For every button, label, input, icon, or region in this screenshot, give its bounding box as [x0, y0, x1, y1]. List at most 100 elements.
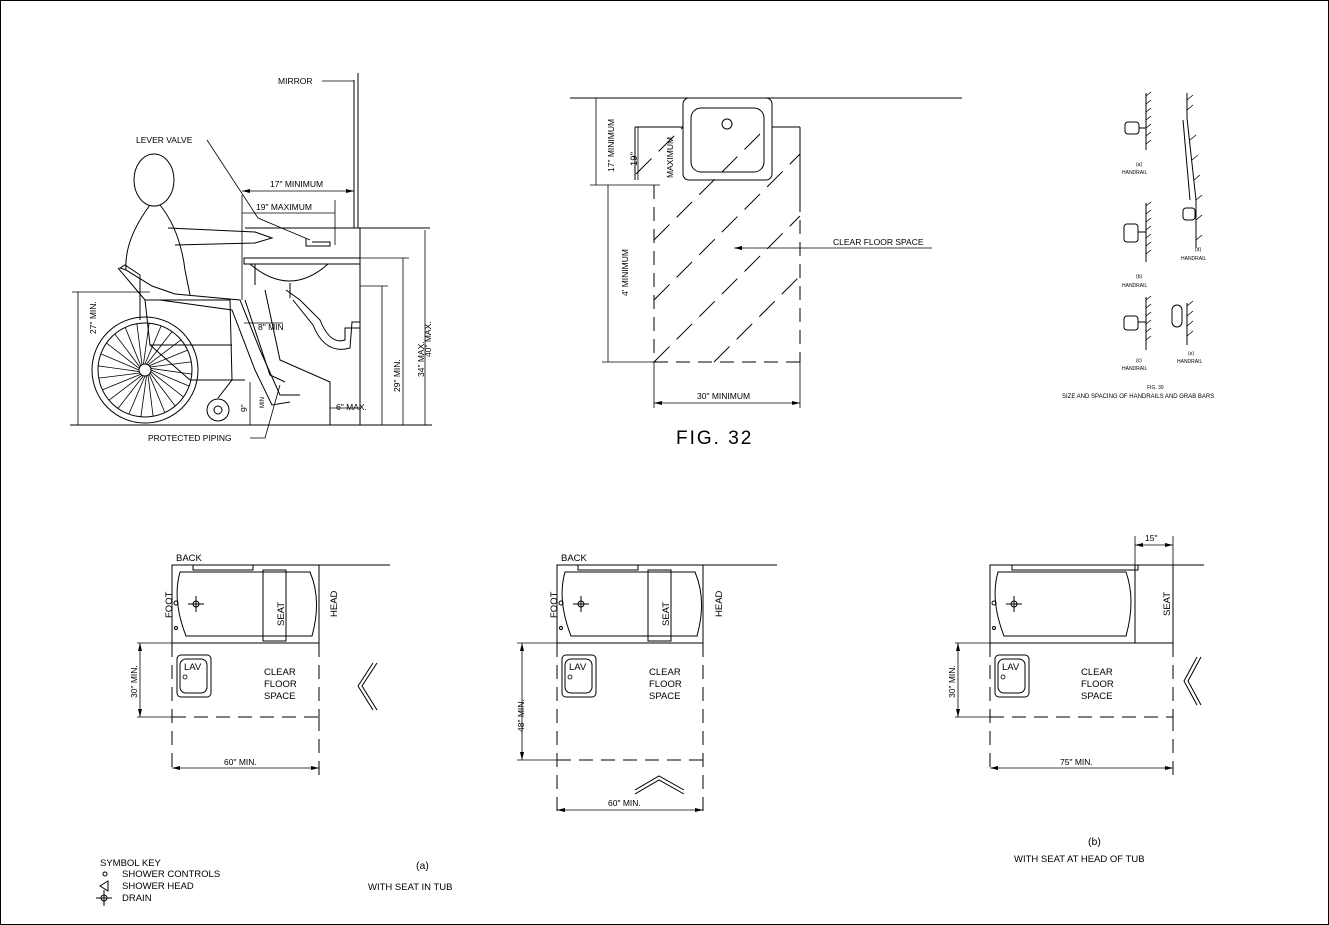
- tub2-drain-icon: [573, 596, 589, 612]
- plan-dim-30-minimum: 30" MINIMUM: [697, 391, 750, 401]
- shower-head-icon: [99, 880, 109, 892]
- wheel-spoke: [150, 369, 190, 387]
- tub1-space-label: SPACE: [264, 691, 296, 702]
- handrail-b-letter: (b): [1136, 274, 1142, 280]
- tub3-dim-15: 15": [1145, 533, 1157, 543]
- handrail-e-letter: (e): [1188, 351, 1194, 357]
- tub3-seat-label: SEAT: [1162, 592, 1173, 616]
- wheel-spoke: [149, 349, 188, 367]
- shower-controls-icon: [102, 871, 108, 877]
- tub2-space-label: SPACE: [649, 691, 681, 702]
- plan-dim-17-minimum: 17" MINIMUM: [606, 119, 616, 172]
- wheel-spoke: [149, 372, 176, 407]
- tub2-clear-label: CLEAR: [649, 667, 681, 678]
- plan-clear-floor-space: CLEAR FLOOR SPACE: [833, 237, 924, 247]
- tub-plan-2: BACK SEAT FOOT HEAD LAV CLEAR FLOOR SPAC…: [516, 553, 777, 815]
- tub-plan-1: BACK SEAT FOOT HEAD LAV CLEAR FLOOR SPAC…: [129, 553, 390, 775]
- handrail-details: (a) HANDRAIL (b) HANDRAIL (c) HANDRAIL (…: [1062, 91, 1214, 400]
- dim-8-min: 8" MIN: [258, 322, 284, 332]
- caption-b-label: (b): [1088, 836, 1101, 848]
- tub2-dim-60-min: 60" MIN.: [608, 798, 641, 808]
- handrail-a-letter: (a): [1136, 162, 1142, 168]
- dim-34-max: 34" MAX.: [416, 341, 426, 377]
- wheel-spoke: [140, 375, 147, 417]
- plan-dim-4-minimum: 4' MINIMUM: [620, 249, 630, 296]
- tub2-lav-label: LAV: [569, 662, 587, 673]
- wheel-spoke: [150, 361, 192, 368]
- dim-19-max: 19" MAXIMUM: [256, 202, 312, 212]
- wheel-spoke: [108, 374, 143, 401]
- dim-6-max: 6" MAX.: [336, 402, 367, 412]
- wheel-spoke: [98, 372, 140, 379]
- tub1-head-label: HEAD: [329, 590, 340, 617]
- dim-9-min: MIN: [260, 397, 266, 408]
- symbol-key-shower-head: SHOWER HEAD: [122, 881, 194, 892]
- wheel-spoke: [150, 368, 192, 375]
- wheel-spoke: [150, 371, 184, 398]
- dim-29-min: 29" MIN.: [392, 359, 402, 392]
- caption-a-text: WITH SEAT IN TUB: [368, 882, 452, 893]
- tub1-floor-label: FLOOR: [264, 679, 297, 690]
- fig-39-label: FIG. 39: [1147, 385, 1164, 391]
- dim-9: 9": [239, 404, 249, 412]
- tub3-clear-label: CLEAR: [1081, 667, 1113, 678]
- drain-icon: [96, 890, 112, 906]
- wheel-spoke: [117, 375, 144, 409]
- wheel-spoke: [100, 353, 140, 371]
- tub1-foot-label: FOOT: [164, 591, 175, 618]
- wheel-spoke: [124, 327, 142, 366]
- caption-a-label: (a): [416, 860, 429, 872]
- wheel-spoke: [136, 323, 143, 365]
- wheel-spoke: [102, 373, 141, 391]
- handrail-e-label: HANDRAIL: [1177, 359, 1203, 365]
- fig-32-label: FIG. 32: [676, 428, 753, 449]
- wheel-spoke: [146, 331, 173, 365]
- wheel-spoke: [114, 333, 141, 368]
- person-figure: [118, 153, 300, 406]
- tub3-floor-label: FLOOR: [1081, 679, 1114, 690]
- tub1-dim-60-min: 60" MIN.: [224, 757, 257, 767]
- tub2-foot-label: FOOT: [549, 591, 560, 618]
- tub1-seat-label: SEAT: [276, 602, 287, 626]
- tub1-back-label: BACK: [176, 553, 203, 564]
- symbol-key: SYMBOL KEY SHOWER CONTROLS SHOWER HEAD D…: [96, 858, 220, 906]
- handrail-a-label: HANDRAIL: [1122, 170, 1148, 176]
- tub3-dim-30-min: 30" MIN.: [947, 665, 957, 698]
- handrail-c-label: HANDRAIL: [1122, 366, 1148, 372]
- tub2-seat-label: SEAT: [661, 602, 672, 626]
- caption-b-text: WITH SEAT AT HEAD OF TUB: [1014, 854, 1145, 865]
- wheel-spoke: [147, 375, 154, 417]
- tub3-space-label: SPACE: [1081, 691, 1113, 702]
- wheel-spoke: [147, 339, 182, 366]
- protected-piping-label: PROTECTED PIPING: [148, 433, 232, 443]
- mirror-label: MIRROR: [278, 76, 312, 86]
- dim-17-min: 17" MINIMUM: [270, 179, 323, 189]
- tub3-drain-icon: [1006, 596, 1022, 612]
- wheelchair-figure: [91, 267, 245, 424]
- lever-valve-label: LEVER VALVE: [136, 135, 193, 145]
- tub3-dim-75-min: 75" MIN.: [1060, 757, 1093, 767]
- tub3-lav-label: LAV: [1002, 662, 1020, 673]
- tub1-lav-label: LAV: [184, 662, 202, 673]
- wheel-spoke: [98, 365, 140, 372]
- tub2-back-label: BACK: [561, 553, 588, 564]
- sink-plan: 17" MINIMUM 19" MAXIMUM 4' MINIMUM CLEAR…: [570, 97, 962, 449]
- sink-elevation: MIRROR LEVER VALVE 17" MINIMUM 19" MAXIM…: [70, 73, 433, 443]
- tub1-drain-icon: [188, 596, 204, 612]
- tub2-floor-label: FLOOR: [649, 679, 682, 690]
- tub-plan-3: 15" SEAT LAV CLEAR FLOOR SPACE 30" MIN.: [947, 533, 1204, 775]
- symbol-key-shower-controls: SHOWER CONTROLS: [122, 869, 220, 880]
- symbol-key-drain: DRAIN: [122, 893, 152, 904]
- tub2-dim-48-min: 48" MIN.: [516, 699, 526, 732]
- dim-27-min: 27" MIN.: [88, 301, 98, 334]
- handrail-d-letter: (d): [1195, 247, 1201, 253]
- tub1-clear-label: CLEAR: [264, 667, 296, 678]
- tub2-head-label: HEAD: [714, 590, 725, 617]
- symbol-key-title: SYMBOL KEY: [100, 858, 162, 869]
- wheel-spoke: [128, 375, 146, 415]
- handrail-c-letter: (c): [1136, 358, 1142, 364]
- wheel-spoke: [148, 374, 166, 413]
- dim-40-max: 40" MAX.: [423, 321, 433, 357]
